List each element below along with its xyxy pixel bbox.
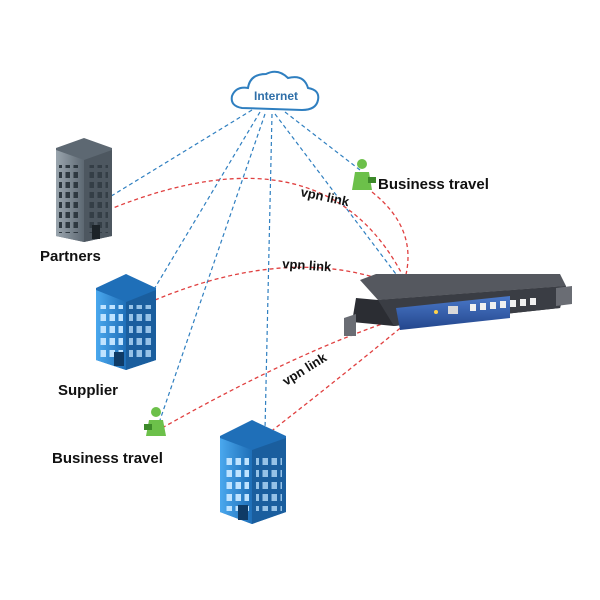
partners-building-icon bbox=[56, 138, 112, 242]
internet-link-travel-bottom bbox=[159, 113, 266, 421]
vpn-link-label-mid: vpn link bbox=[282, 256, 333, 274]
vpn-curve-hq bbox=[259, 319, 411, 441]
internet-link-supplier bbox=[149, 111, 261, 297]
vpn-curve-partners bbox=[107, 177, 409, 287]
vpn-links bbox=[107, 177, 411, 441]
vpn-link-label-low: vpn link bbox=[280, 349, 330, 388]
supplier-label: Supplier bbox=[58, 382, 119, 399]
business-travel-top-label: Business travel bbox=[378, 176, 489, 193]
vpn-curve-travel-bottom bbox=[161, 317, 401, 429]
hq-building-icon bbox=[220, 420, 286, 524]
partners-label: Partners bbox=[40, 248, 101, 265]
vpn-appliance-icon bbox=[344, 274, 572, 336]
vpn-link-label-top: vpn link bbox=[299, 184, 351, 209]
supplier-building-icon bbox=[96, 274, 156, 370]
internet-link-travel-top bbox=[284, 111, 361, 171]
internet-link-hq-building bbox=[264, 113, 273, 431]
internet-cloud-label: Internet bbox=[254, 89, 298, 103]
internet-links bbox=[107, 109, 409, 431]
internet-cloud-icon bbox=[230, 70, 320, 112]
vpn-curve-travel-top bbox=[371, 191, 409, 283]
internet-link-appliance bbox=[274, 113, 409, 291]
traveller-top-icon bbox=[352, 159, 376, 190]
traveller-bottom-icon bbox=[144, 407, 166, 436]
vpn-curve-supplier bbox=[154, 266, 409, 301]
internet-link-partners bbox=[107, 109, 253, 199]
business-travel-bottom-label: Business travel bbox=[52, 450, 163, 467]
